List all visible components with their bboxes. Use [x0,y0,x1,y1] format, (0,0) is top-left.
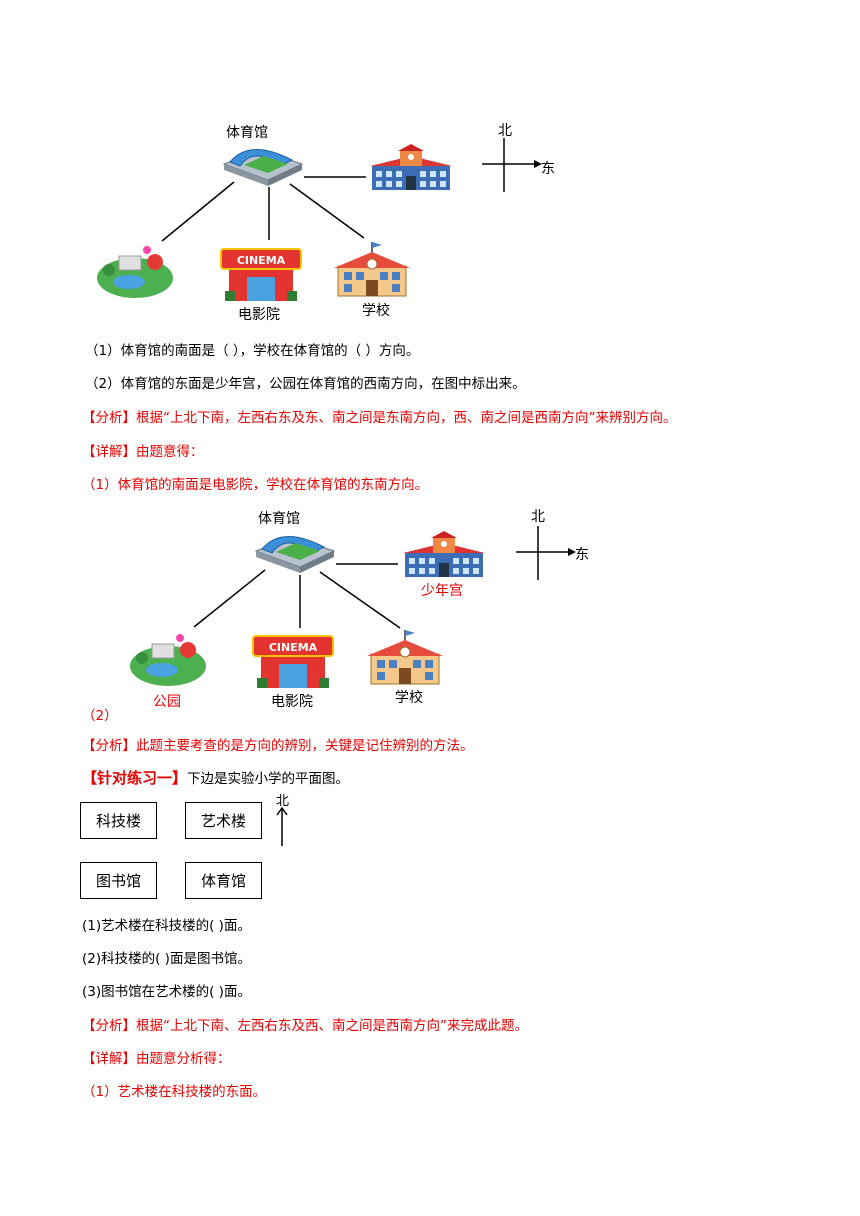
youth-palace-label: 少年宫 [421,583,463,599]
park-label: 公园 [153,694,181,710]
detail-3: 【详解】由题意分析得： [82,1051,231,1067]
cinema-icon: CINEMA [252,635,334,688]
analysis-3: 【分析】根据“上北下南、左西右东及西、南之间是西南方向”来完成此题。 [82,1018,528,1034]
cinema-sign-text: CINEMA [269,641,318,654]
north-label: 北 [498,123,512,139]
answer-3: （1）艺术楼在科技楼的东面。 [82,1084,267,1100]
diagram-2: 体育馆 少年宫 北 东 公园 CINEMA [0,500,860,720]
stadium-icon [254,536,336,573]
map-tiyu: 体育馆 [185,862,262,899]
map-keji: 科技楼 [80,802,157,839]
practice-q1: (1)艺术楼在科技楼的( )面。 [82,918,251,934]
north-label: 北 [531,509,545,525]
school-icon [367,630,443,685]
analysis-2: 【分析】此题主要考查的是方向的辨别，关键是记住辨别的方法。 [82,738,474,754]
cinema-icon: CINEMA [220,248,302,301]
practice-text: 下边是实验小学的平面图。 [187,771,350,787]
park-icon [130,634,206,686]
question-1: （1）体育馆的南面是（ ），学校在体育馆的（ ）方向。 [85,343,420,359]
analysis-1: 【分析】根据“上北下南，左西右东及东、南之间是东南方向，西、南之间是西南方向”来… [82,410,677,426]
detail-1: 【详解】由题意得： [82,444,204,460]
stadium-label: 体育馆 [258,511,300,527]
compass-icon [516,526,576,580]
practice-title: 【针对练习一】 [82,769,188,787]
park-icon [97,246,173,298]
cinema-label: 电影院 [238,307,280,323]
stadium-icon [222,149,304,186]
cinema-label: 电影院 [271,694,313,710]
east-label: 东 [541,161,555,177]
diagram-2-lines [193,563,401,629]
school-icon [334,242,410,297]
compass-icon [482,138,542,192]
youth-palace-icon [403,531,485,577]
north-arrow-icon [276,806,288,846]
answer-2-label: （2） [82,708,118,724]
practice-q2: (2)科技楼的( )面是图书馆。 [82,951,251,967]
building-icon [370,144,452,190]
school-label: 学校 [362,303,390,319]
practice-heading: 【针对练习一】下边是实验小学的平面图。 [82,767,349,788]
practice-q3: (3)图书馆在艺术楼的( )面。 [82,984,251,1000]
diagram-1-lines [161,176,366,242]
cinema-sign-text: CINEMA [237,254,286,267]
east-label: 东 [575,547,589,563]
stadium-label: 体育馆 [226,125,268,141]
map-tushu: 图书馆 [80,862,157,899]
question-2: （2）体育馆的东面是少年宫，公园在体育馆的西南方向，在图中标出来。 [85,376,526,392]
map-yishu: 艺术楼 [185,802,262,839]
map-north-label: 北 [276,794,290,809]
answer-1: （1）体育馆的南面是电影院，学校在体育馆的东南方向。 [82,477,429,493]
school-label: 学校 [395,690,423,706]
diagram-1: 体育馆 北 东 CINEMA [0,0,860,330]
